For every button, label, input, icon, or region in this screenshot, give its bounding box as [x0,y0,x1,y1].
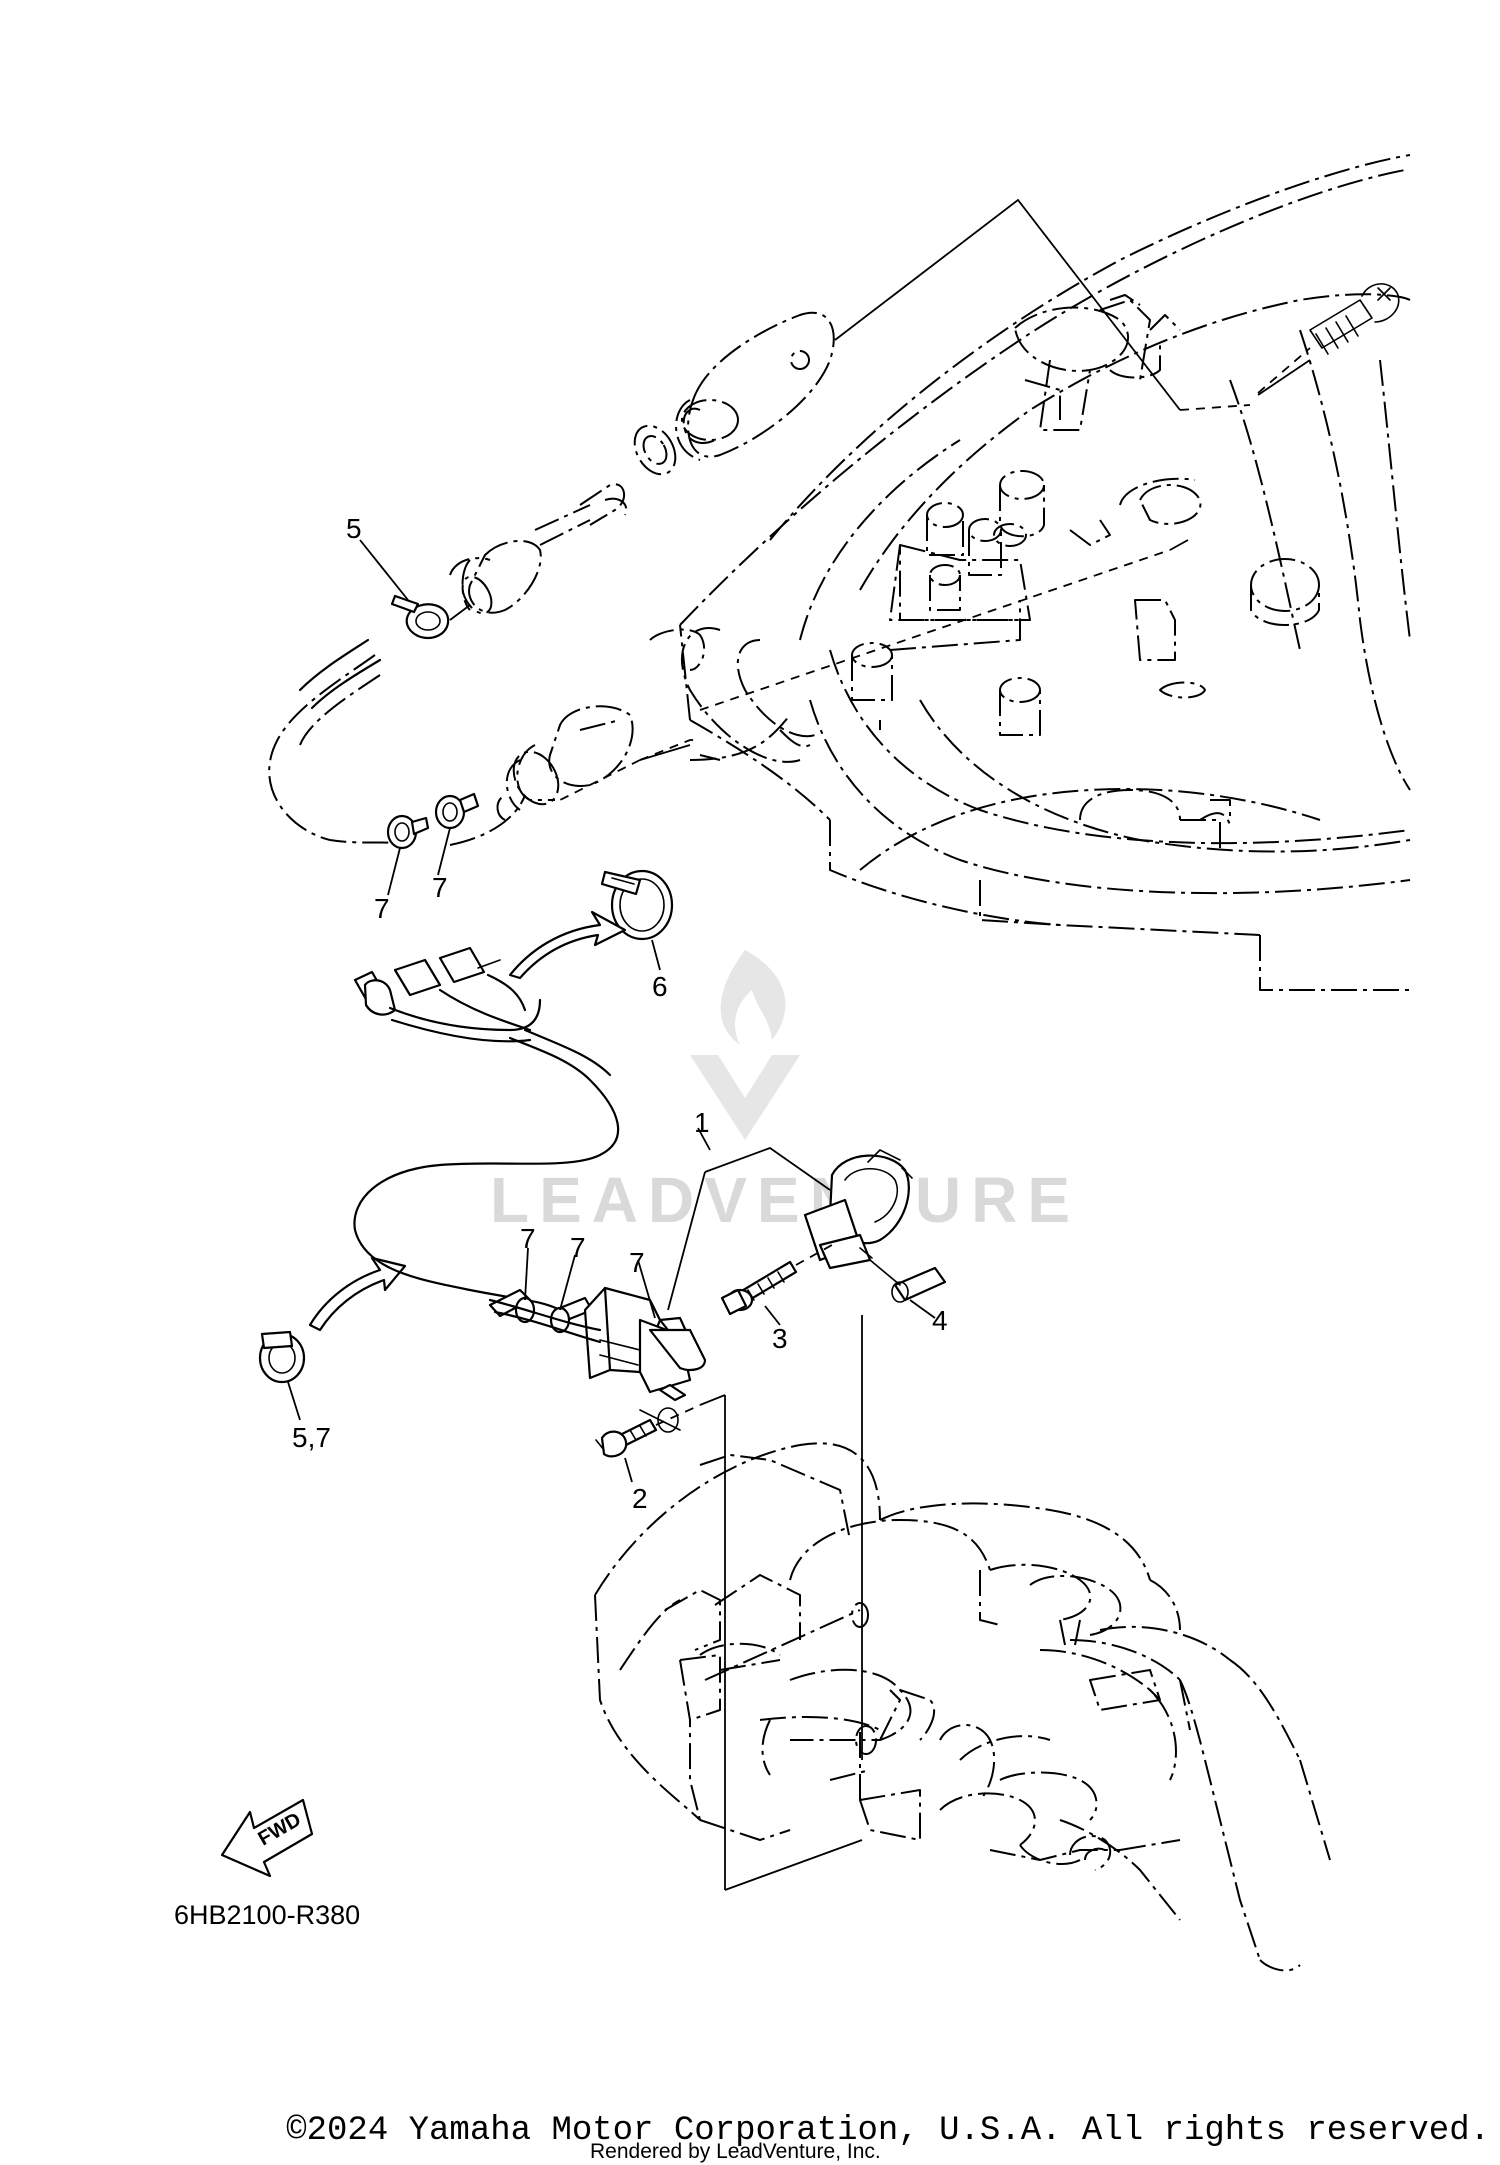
assembly-leader-lines [449,198,1311,801]
watermark-flame-icon [720,950,786,1045]
callout-2: 2 [632,1483,648,1514]
part-7-clamps-left [386,792,480,896]
part-6-band-clamp [600,869,674,971]
callout-labels: 5 7 7 6 1 7 7 7 3 4 5,7 2 [292,513,948,1514]
clamp-bracket-outline [594,1442,1331,1972]
route-arrows [308,910,627,1332]
callout-5: 5 [346,513,362,544]
copyright-notice: ©2024 Yamaha Motor Corporation, U.S.A. A… [286,2112,1490,2150]
wire-harness [353,946,620,1312]
part-4-pin [859,1247,947,1319]
watermark-v-icon [690,1055,800,1140]
callout-7-right: 7 [432,872,448,903]
callout-4: 4 [932,1305,948,1336]
part-2-bolt [595,1404,701,1483]
bracket-leader-lines [699,1315,863,1891]
diagram-code: 6HB2100-R380 [174,1900,360,1930]
callout-7-b: 7 [570,1232,586,1263]
part-1-switch [667,1127,913,1311]
callout-3: 3 [772,1323,788,1354]
bottom-cowling-outline [679,154,1411,991]
upper-screw [1257,283,1400,394]
watermark-text: LEADVENTURE [490,1164,1080,1236]
cable-routing [268,654,526,846]
cable-grommet-assembly [449,311,835,821]
part-1-sensor-body [488,1247,707,1433]
part-5-clamp [359,539,450,640]
part-5-7-clamp [258,1330,306,1421]
hose-segment [298,638,382,710]
callout-7-left: 7 [374,893,390,924]
callout-1: 1 [694,1107,710,1138]
rendered-by-notice: Rendered by LeadVenture, Inc. [590,2140,881,2163]
leadventure-watermark: LEADVENTURE [490,950,1080,1236]
callout-6: 6 [652,971,668,1002]
fwd-arrow-icon: FWD [220,1798,314,1878]
callout-5-7: 5,7 [292,1422,331,1453]
part-3-bolt [720,1244,833,1326]
pivot-shaft [704,1602,877,1755]
callout-7-a: 7 [520,1223,536,1254]
callout-7-c: 7 [629,1247,645,1278]
cowling-bosses [851,294,1320,820]
